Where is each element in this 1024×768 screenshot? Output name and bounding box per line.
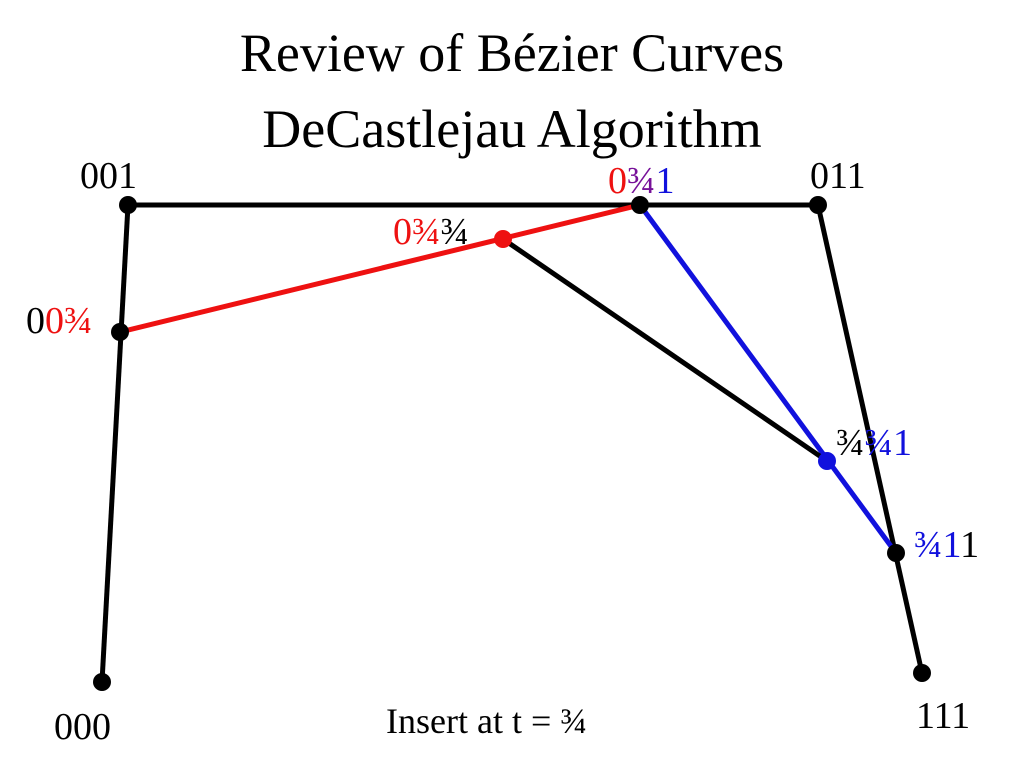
point-tt1 bbox=[818, 452, 836, 470]
label-t11: ¾11 bbox=[914, 526, 979, 564]
label-part: 1 bbox=[942, 524, 961, 566]
label-part: ¾ bbox=[440, 211, 470, 253]
point-011 bbox=[809, 196, 827, 214]
label-tt1: ¾¾1 bbox=[836, 424, 912, 462]
title-line-2: DeCastlejau Algorithm bbox=[262, 99, 762, 159]
label-111: 111 bbox=[916, 697, 970, 735]
label-00t: 00¾ bbox=[26, 302, 93, 340]
point-001 bbox=[119, 196, 137, 214]
point-00t bbox=[111, 323, 129, 341]
label-part: 011 bbox=[810, 155, 866, 197]
label-part: 1 bbox=[960, 524, 980, 566]
blue-segment bbox=[637, 203, 899, 555]
control-edge-000-001 bbox=[99, 204, 131, 683]
label-part: 111 bbox=[916, 695, 971, 737]
label-part: 0¾ bbox=[393, 211, 441, 253]
label-part: 1 bbox=[655, 160, 675, 202]
label-001: 001 bbox=[80, 157, 137, 195]
label-011: 011 bbox=[810, 157, 866, 195]
label-0t1: 0¾1 bbox=[608, 162, 675, 200]
point-0tt bbox=[494, 230, 512, 248]
title-line-1: Review of Bézier Curves bbox=[239, 23, 785, 83]
insert-caption: Insert at t = ¾ bbox=[386, 701, 588, 741]
label-part: ¾ bbox=[627, 160, 656, 202]
label-0tt: 0¾¾ bbox=[393, 213, 469, 251]
label-part: 0 bbox=[26, 300, 45, 342]
second-level-segment bbox=[501, 236, 829, 464]
control-edge-011-111 bbox=[815, 204, 925, 674]
point-t11 bbox=[887, 544, 905, 562]
label-part: ¾ bbox=[836, 422, 865, 464]
label-000: 000 bbox=[54, 708, 111, 746]
label-part: 0¾ bbox=[45, 300, 93, 342]
point-111 bbox=[913, 664, 931, 682]
point-0t1 bbox=[631, 196, 649, 214]
label-part: ¾1 bbox=[864, 422, 913, 464]
label-part: 0 bbox=[608, 160, 627, 202]
label-part: 000 bbox=[54, 706, 111, 748]
red-segment bbox=[119, 202, 641, 335]
label-part: 001 bbox=[80, 155, 137, 197]
point-000 bbox=[93, 673, 111, 691]
label-part: ¾ bbox=[914, 524, 943, 566]
